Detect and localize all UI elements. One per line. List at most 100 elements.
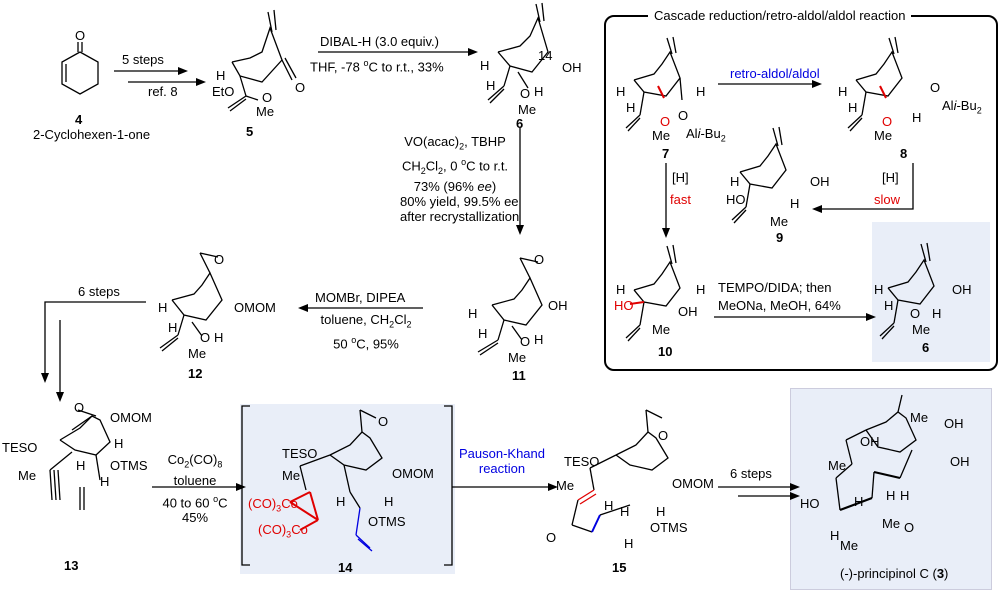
atom-label: Me [652, 322, 671, 337]
slow-arrow-bottom: slow [874, 192, 901, 207]
atom-label: Me [910, 410, 929, 425]
compound-13-number: 13 [64, 558, 79, 573]
cobalt-label-2: (CO)3Co [258, 522, 308, 540]
structure-9 [731, 126, 787, 224]
fast-arrow-bottom: fast [670, 192, 691, 207]
atom-label: O [910, 306, 921, 321]
principinol-name: (-)-principinol C [840, 566, 929, 581]
atom-label: OH [562, 60, 582, 75]
atom-label: H [616, 84, 626, 99]
atom-label: Me [18, 468, 37, 483]
atom-label: H [696, 282, 706, 297]
atom-label: HO [726, 192, 746, 207]
cobalt-label-1: (CO)3Co [248, 496, 298, 514]
atom-label: H [158, 300, 168, 315]
atom-label: H [486, 78, 496, 93]
atom-label: Me [556, 478, 575, 493]
atom-label: OTMS [110, 458, 148, 473]
pauson-khand-label: Pauson-Khand [458, 446, 545, 461]
atom-label: Me [188, 346, 207, 361]
atom-label: O [74, 400, 85, 415]
compound-12-number: 12 [188, 366, 203, 381]
arrow-4-5-top: 5 steps [122, 52, 164, 67]
atom-label: H [900, 488, 910, 503]
atom-label: HO [800, 496, 820, 511]
atom-label: OH [944, 416, 964, 431]
atom-label: H [848, 100, 858, 115]
atom-label: OTMS [650, 520, 688, 535]
atom-label: OMOM [234, 300, 276, 315]
atom-label: EtO [212, 84, 235, 99]
atom-label: Me [518, 102, 537, 117]
atom-label: OH [950, 454, 970, 469]
retro-aldol-label: retro-aldol/aldol [730, 66, 820, 81]
structure-11 [477, 257, 543, 356]
atom-label: OTMS [368, 514, 406, 529]
arrow-12-13-label: 6 steps [78, 284, 120, 299]
atom-label: O [262, 90, 273, 105]
atom-label: H [626, 100, 636, 115]
arrow-5-6-bottom: THF, -78 oC to r.t., 33% [310, 58, 444, 75]
slow-arrow-top: [H] [882, 170, 899, 185]
atom-label: Me [828, 458, 847, 473]
structure-7 [625, 36, 683, 132]
arrow-13-14-solvent: toluene [173, 472, 217, 488]
atom-label: 14 [538, 48, 553, 63]
atom-label: H [616, 282, 626, 297]
atom-label: H [838, 84, 848, 99]
structure-12 [159, 252, 223, 352]
atom-label: H [886, 488, 896, 503]
structure-15 [571, 409, 669, 533]
atom-label: H [100, 474, 110, 489]
atom-label: H [76, 458, 86, 473]
compound-3-name: (-)-principinol C (3) [840, 566, 949, 581]
atom-label: H [624, 536, 634, 551]
fast-arrow-top: [H] [672, 170, 689, 185]
compound-4-number: 4 [75, 112, 83, 127]
atom-label: H [534, 332, 544, 347]
compound-3-number: 3 [936, 566, 945, 581]
atom-label: O [904, 520, 915, 535]
atom-label: H [168, 320, 178, 335]
atom-label: HO [614, 298, 634, 313]
atom-label: OH [952, 282, 972, 297]
arrow-11-12-top: MOMBr, DIPEA [315, 290, 406, 305]
atom-label: H [620, 504, 630, 519]
arrow-15-3-label: 6 steps [730, 466, 772, 481]
atom-label: O [214, 252, 225, 267]
arrow-4-5-bottom: ref. 8 [148, 84, 178, 99]
tempo-arrow-top: TEMPO/DIDA; then [718, 280, 832, 295]
structure-6-cascade [879, 242, 935, 340]
compound-10-number: 10 [658, 344, 673, 359]
atom-label: H [790, 196, 800, 211]
structure-14 [299, 409, 383, 552]
compound-14-number: 14 [338, 560, 353, 575]
compound-6-cascade-number: 6 [922, 340, 930, 355]
atom-label: Me [652, 128, 671, 143]
atom-label: H [932, 306, 942, 321]
atom-label: H [478, 326, 488, 341]
atom-label: H [468, 306, 478, 321]
atom-label: H [830, 528, 840, 543]
atom-label: Me [840, 538, 859, 553]
atom-label: O [930, 80, 941, 95]
atom-label: TESO [282, 446, 318, 461]
arrow-6-11-line4: 80% yield, 99.5% ee [400, 193, 519, 209]
structure-6 [487, 2, 549, 104]
atom-label: O [520, 334, 531, 349]
atom-label: H [480, 58, 490, 73]
atom-label: H [874, 282, 884, 297]
structure-4 [61, 42, 99, 95]
atom-label: H [854, 494, 864, 509]
atom-label: H [216, 68, 226, 83]
intermediate-14-highlight [240, 404, 455, 574]
atom-label: H [884, 298, 894, 313]
atom-label: O [378, 414, 389, 429]
atom-label: Ali-Bu2 [942, 98, 982, 116]
structure-13 [49, 409, 111, 510]
compound-8-number: 8 [900, 146, 908, 161]
atom-label: O [882, 114, 893, 129]
